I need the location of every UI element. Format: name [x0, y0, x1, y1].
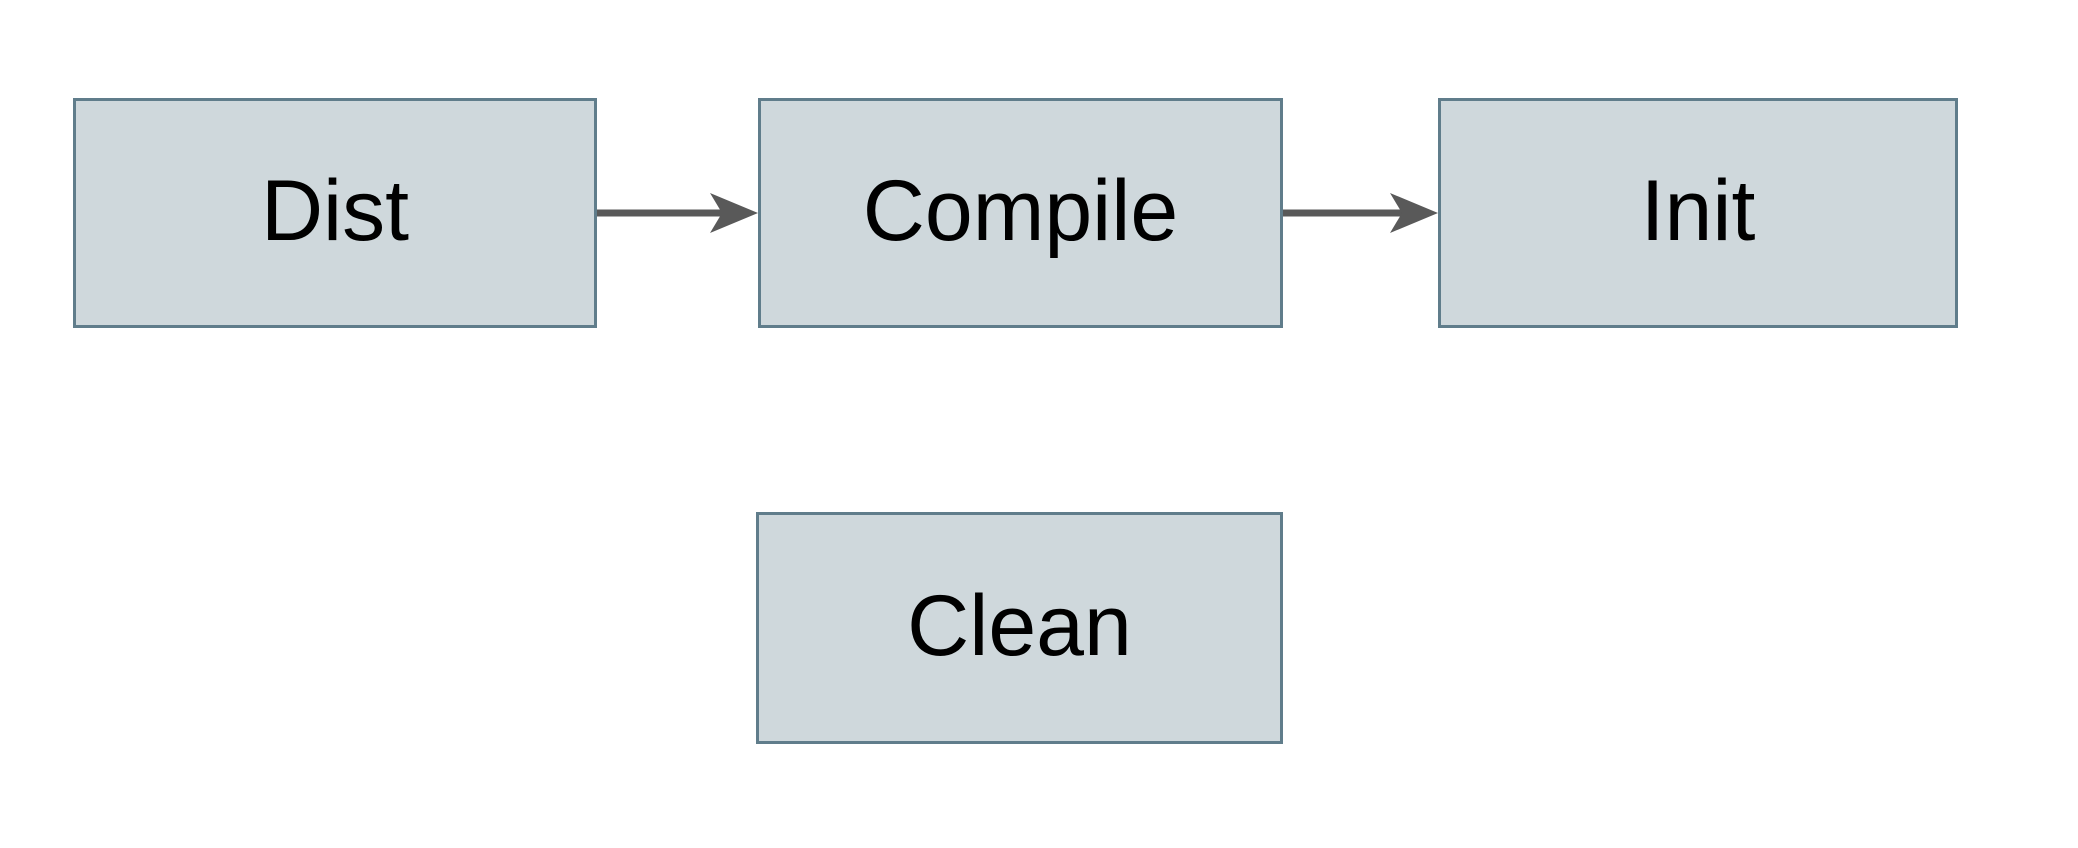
node-clean-label: Clean: [907, 578, 1132, 674]
node-compile-label: Compile: [862, 163, 1179, 259]
node-clean: Clean: [756, 512, 1283, 744]
node-dist: Dist: [73, 98, 597, 328]
node-dist-label: Dist: [260, 163, 410, 259]
node-init-label: Init: [1640, 163, 1756, 259]
node-compile: Compile: [758, 98, 1283, 328]
node-init: Init: [1438, 98, 1958, 328]
